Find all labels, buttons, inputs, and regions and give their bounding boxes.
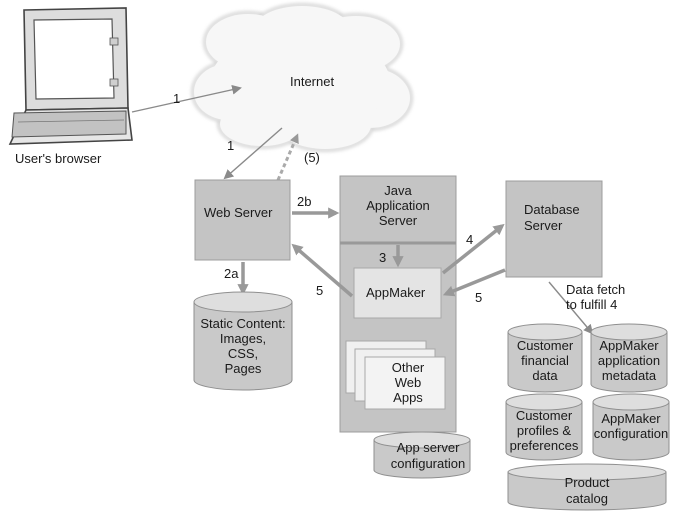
text-line: CSS, bbox=[228, 346, 258, 361]
text-line: Static Content: bbox=[200, 316, 285, 331]
arrow-data-fetch bbox=[548, 281, 594, 335]
text-line: Data fetch bbox=[566, 282, 625, 297]
static-content-cylinder bbox=[193, 291, 293, 391]
appmaker-config-cylinder bbox=[592, 393, 670, 461]
edge-label-appmaker-db: 4 bbox=[466, 232, 473, 247]
appmaker-label: AppMaker bbox=[366, 285, 426, 300]
text-line: Other bbox=[392, 360, 425, 375]
text-line: Server bbox=[524, 218, 563, 233]
browser-label: User's browser bbox=[15, 151, 102, 166]
edge-label-appmaker-web: 5 bbox=[316, 283, 323, 298]
app-server-config-cylinder bbox=[373, 431, 471, 479]
arrow-web-server-to-internet bbox=[276, 133, 299, 181]
text-line: Customer bbox=[516, 408, 573, 423]
edge-label-web-static: 2a bbox=[224, 266, 239, 281]
text-line: Product bbox=[565, 475, 610, 490]
edge-label-web-internet: (5) bbox=[304, 150, 320, 165]
edge-label-web-java: 2b bbox=[297, 194, 311, 209]
arrow-appmaker-to-web-server bbox=[291, 243, 354, 298]
text-line: financial bbox=[521, 353, 569, 368]
text-line: profiles & bbox=[517, 423, 572, 438]
text-line: Database bbox=[524, 202, 580, 217]
customer-profiles-cylinder bbox=[505, 393, 583, 461]
text-line: catalog bbox=[566, 491, 608, 506]
text-line: Apps bbox=[393, 390, 423, 405]
text-line: to fulfill 4 bbox=[566, 297, 617, 312]
web-server-box bbox=[194, 179, 291, 261]
text-line: Application bbox=[366, 198, 430, 213]
laptop-icon bbox=[8, 7, 133, 145]
text-line: application bbox=[598, 353, 660, 368]
database-server-box bbox=[505, 180, 603, 278]
text-line: Images, bbox=[220, 331, 266, 346]
appmaker-box bbox=[353, 267, 442, 319]
text-line: AppMaker bbox=[599, 338, 659, 353]
internet-cloud-icon bbox=[191, 3, 413, 152]
arrow-appmaker-to-database bbox=[441, 223, 505, 275]
text-line: data bbox=[532, 368, 558, 383]
edge-label-internet-web: 1 bbox=[227, 138, 234, 153]
text-line: Pages bbox=[225, 361, 262, 376]
text-line: Java bbox=[384, 183, 412, 198]
text-line: Customer bbox=[517, 338, 574, 353]
arrow-internet-to-web-server bbox=[223, 127, 283, 180]
static-content-label: Static Content:Images,CSS,Pages bbox=[200, 316, 285, 376]
arrow-browser-to-internet bbox=[131, 84, 242, 113]
text-line: Server bbox=[379, 213, 418, 228]
text-line: preferences bbox=[510, 438, 579, 453]
edge-label-java-appmaker: 3 bbox=[379, 250, 386, 265]
edge-label-browser-internet: 1 bbox=[173, 91, 180, 106]
text-line: Web bbox=[395, 375, 422, 390]
text-line: User's browser bbox=[15, 151, 102, 166]
text-line: App server bbox=[397, 440, 461, 455]
appmaker-metadata-cylinder bbox=[590, 323, 668, 393]
text-line: AppMaker bbox=[366, 285, 426, 300]
arrow-database-to-appmaker bbox=[442, 268, 506, 297]
text-line: Internet bbox=[290, 74, 334, 89]
other-web-apps-stack bbox=[345, 340, 446, 410]
text-line: metadata bbox=[602, 368, 657, 383]
customer-financial-cylinder bbox=[507, 323, 583, 393]
product-catalog-cylinder bbox=[507, 463, 667, 511]
web-server-label: Web Server bbox=[204, 205, 273, 220]
edge-label-db-appmaker: 5 bbox=[475, 290, 482, 305]
text-line: configuration bbox=[594, 426, 668, 441]
text-line: AppMaker bbox=[601, 411, 661, 426]
text-line: configuration bbox=[391, 456, 465, 471]
internet-label: Internet bbox=[290, 74, 334, 89]
text-line: Web Server bbox=[204, 205, 273, 220]
